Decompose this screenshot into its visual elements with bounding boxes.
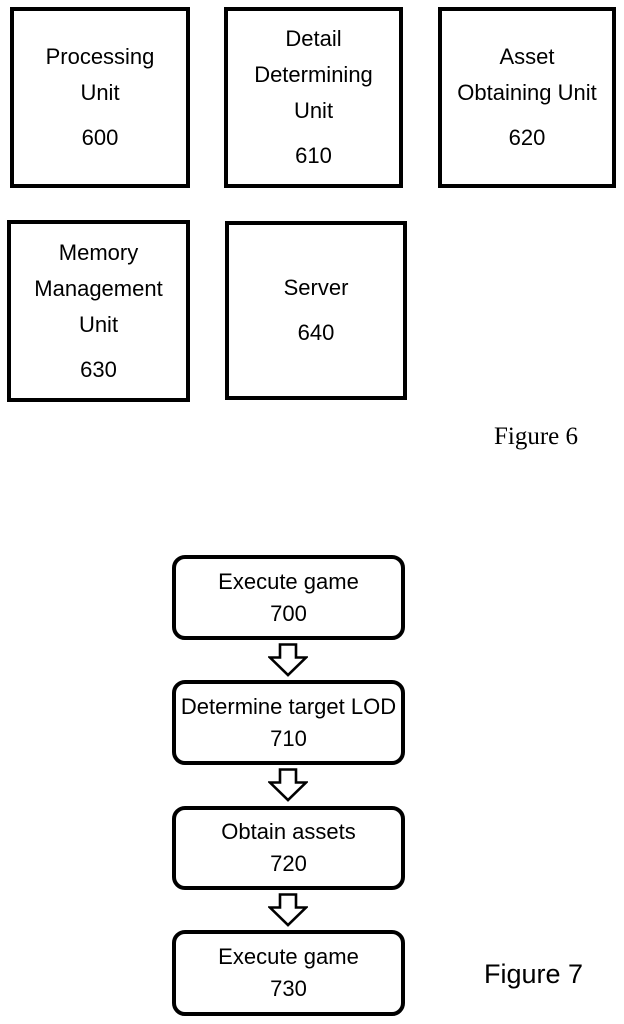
flow-step-execute-game-700: Execute game 700 <box>172 555 405 640</box>
down-block-arrow-icon <box>268 893 308 927</box>
flow-step-label: Execute game <box>218 944 359 969</box>
unit-label-line: Memory <box>58 239 139 265</box>
unit-label-line: Management <box>34 275 163 301</box>
unit-ref-number: 630 <box>80 356 117 382</box>
unit-box-processing-unit: Processing Unit 600 <box>10 7 190 188</box>
unit-label-line: Unit <box>78 311 119 337</box>
flow-step-obtain-assets-720: Obtain assets 720 <box>172 806 405 890</box>
unit-label-line: Server <box>283 275 349 300</box>
figure-6-caption: Figure 6 <box>494 423 579 450</box>
figure-7-caption: Figure 7 <box>484 959 584 989</box>
flow-step-label: Determine target LOD <box>180 693 397 719</box>
unit-label-line: Unit <box>293 98 334 123</box>
unit-box-detail-determining-unit: Detail Determining Unit 610 <box>224 7 403 188</box>
flow-step-ref-number: 720 <box>270 851 307 876</box>
flow-step-execute-game-730: Execute game 730 <box>172 930 405 1016</box>
flow-step-determine-target-lod-710: Determine target LOD 710 <box>172 680 405 765</box>
down-block-arrow-icon <box>268 768 308 802</box>
flow-step-ref-number: 730 <box>270 976 307 1001</box>
unit-box-asset-obtaining-unit: Asset Obtaining Unit 620 <box>438 7 616 188</box>
unit-label-line: Asset <box>499 44 555 69</box>
unit-label-line: Detail <box>285 26 342 51</box>
unit-label-line: Obtaining Unit <box>457 80 597 105</box>
flow-step-label: Execute game <box>218 568 359 594</box>
down-block-arrow-icon <box>268 643 308 677</box>
flow-step-ref-number: 710 <box>270 725 307 751</box>
flow-step-ref-number: 700 <box>270 600 307 626</box>
unit-ref-number: 620 <box>508 125 546 150</box>
unit-ref-number: 610 <box>295 143 332 168</box>
unit-label-line: Processing <box>45 44 155 69</box>
unit-box-server: Server 640 <box>225 221 407 400</box>
unit-label-line: Unit <box>80 80 120 105</box>
flow-step-label: Obtain assets <box>221 819 356 844</box>
unit-ref-number: 640 <box>297 320 335 345</box>
unit-label-line: Determining <box>254 62 373 87</box>
unit-ref-number: 600 <box>81 125 119 150</box>
unit-box-memory-management-unit: Memory Management Unit 630 <box>7 220 190 402</box>
